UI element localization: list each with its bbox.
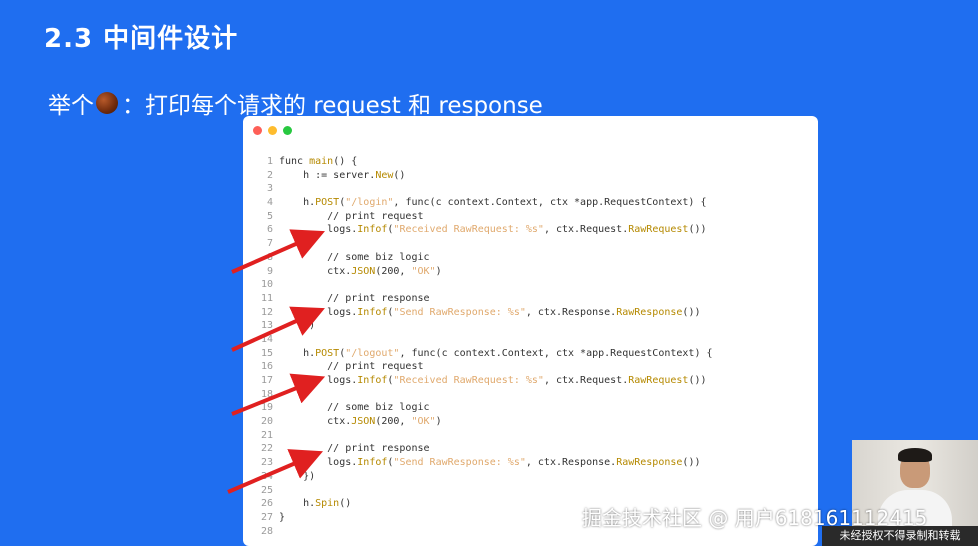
line-number: 9 xyxy=(266,265,273,277)
code-text: h.POST("/login", func(c context.Context,… xyxy=(279,197,707,209)
code-line: 20 ctx.JSON(200, "OK") xyxy=(253,415,713,429)
code-text: // print request xyxy=(279,361,424,373)
subtitle-text: ：打印每个请求的 request 和 response xyxy=(122,93,543,119)
code-text: // print response xyxy=(279,443,430,455)
code-line: 21 xyxy=(253,429,713,443)
code-line: 6 logs.Infof("Received RawRequest: %s", … xyxy=(253,223,713,237)
code-text: func main() { xyxy=(279,156,358,167)
code-line: 1 func main() { xyxy=(253,155,713,169)
code-text: h.Spin() xyxy=(279,498,352,510)
line-number: 21 xyxy=(260,429,273,441)
line-number: 2 xyxy=(266,169,273,181)
line-number: 10 xyxy=(260,279,273,291)
code-line: 4 h.POST("/login", func(c context.Contex… xyxy=(253,196,713,210)
code-line: 25 xyxy=(253,484,713,498)
slide-subtitle: 举个 ：打印每个请求的 request 和 response xyxy=(48,86,543,120)
line-number: 7 xyxy=(266,238,273,250)
presenter-hair xyxy=(898,448,932,462)
line-number: 17 xyxy=(260,375,273,386)
line-number: 6 xyxy=(266,224,273,236)
code-line: 11 // print response xyxy=(253,292,713,306)
arrow-icon xyxy=(227,449,324,494)
code-line: 17 logs.Infof("Received RawRequest: %s",… xyxy=(253,374,713,388)
line-number: 15 xyxy=(260,347,273,359)
line-number: 5 xyxy=(266,210,273,222)
code-line: 2 h := server.New() xyxy=(253,169,713,183)
code-line: 22 // print response xyxy=(253,442,713,456)
line-number: 26 xyxy=(260,498,273,510)
maximize-dot-icon xyxy=(283,126,292,135)
arrow-icon xyxy=(231,373,326,416)
code-line: 19 // some biz logic xyxy=(253,401,713,415)
line-number: 14 xyxy=(260,333,273,345)
code-text: logs.Infof("Received RawRequest: %s", ct… xyxy=(279,375,707,386)
line-number: 22 xyxy=(260,443,273,455)
arrow-icon xyxy=(231,306,325,352)
line-number: 12 xyxy=(260,306,273,318)
presenter-body xyxy=(878,490,952,526)
minimize-dot-icon xyxy=(268,126,277,135)
chestnut-icon xyxy=(96,92,118,114)
line-number: 20 xyxy=(260,416,273,428)
code-text: // some biz logic xyxy=(279,251,430,263)
code-line: 5 // print request xyxy=(253,210,713,224)
webcam-overlay xyxy=(852,440,978,526)
code-line: 18 xyxy=(253,388,713,402)
code-line: 10 xyxy=(253,278,713,292)
arrow-icon xyxy=(231,229,325,274)
code-line: 7 xyxy=(253,237,713,251)
code-text: logs.Infof("Received RawRequest: %s", ct… xyxy=(279,224,707,236)
code-text: // print response xyxy=(279,292,430,304)
window-controls xyxy=(253,126,292,135)
line-number: 18 xyxy=(260,388,273,400)
code-line: 3 xyxy=(253,182,713,196)
subtitle-prefix: 举个 xyxy=(48,93,94,119)
code-text: ctx.JSON(200, "OK") xyxy=(279,265,442,277)
line-number: 1 xyxy=(266,156,273,167)
close-dot-icon xyxy=(253,126,262,135)
line-number: 13 xyxy=(260,320,273,332)
code-text: // some biz logic xyxy=(279,402,430,414)
slide-title: 2.3 中间件设计 xyxy=(44,24,239,54)
line-number: 4 xyxy=(266,197,273,209)
code-text: logs.Infof("Send RawResponse: %s", ctx.R… xyxy=(279,457,701,469)
line-number: 27 xyxy=(260,511,273,523)
copyright-notice: 未经授权不得录制和转载 xyxy=(822,526,978,546)
code-text: ctx.JSON(200, "OK") xyxy=(279,416,442,428)
code-text: } xyxy=(279,511,286,523)
code-text: logs.Infof("Send RawResponse: %s", ctx.R… xyxy=(279,306,701,318)
code-text: // print request xyxy=(279,210,424,222)
code-line: 14 xyxy=(253,333,713,347)
code-line: 26 h.Spin() xyxy=(253,497,713,511)
line-number: 11 xyxy=(260,292,273,304)
code-line: 28 xyxy=(253,525,713,539)
code-line: 23 logs.Infof("Send RawResponse: %s", ct… xyxy=(253,456,713,470)
line-number: 3 xyxy=(266,183,273,195)
line-number: 23 xyxy=(260,457,273,469)
line-number: 28 xyxy=(260,525,273,537)
code-text: h.POST("/logout", func(c context.Context… xyxy=(279,347,713,359)
code-line: 12 logs.Infof("Send RawResponse: %s", ct… xyxy=(253,306,713,320)
code-line: 27} xyxy=(253,511,713,525)
code-line: 16 // print request xyxy=(253,360,713,374)
line-number: 16 xyxy=(260,361,273,373)
code-text: h := server.New() xyxy=(279,169,406,181)
code-line: 9 ctx.JSON(200, "OK") xyxy=(253,265,713,279)
code-line: 15 h.POST("/logout", func(c context.Cont… xyxy=(253,347,713,361)
line-number: 19 xyxy=(260,402,273,414)
line-number: 25 xyxy=(260,484,273,496)
